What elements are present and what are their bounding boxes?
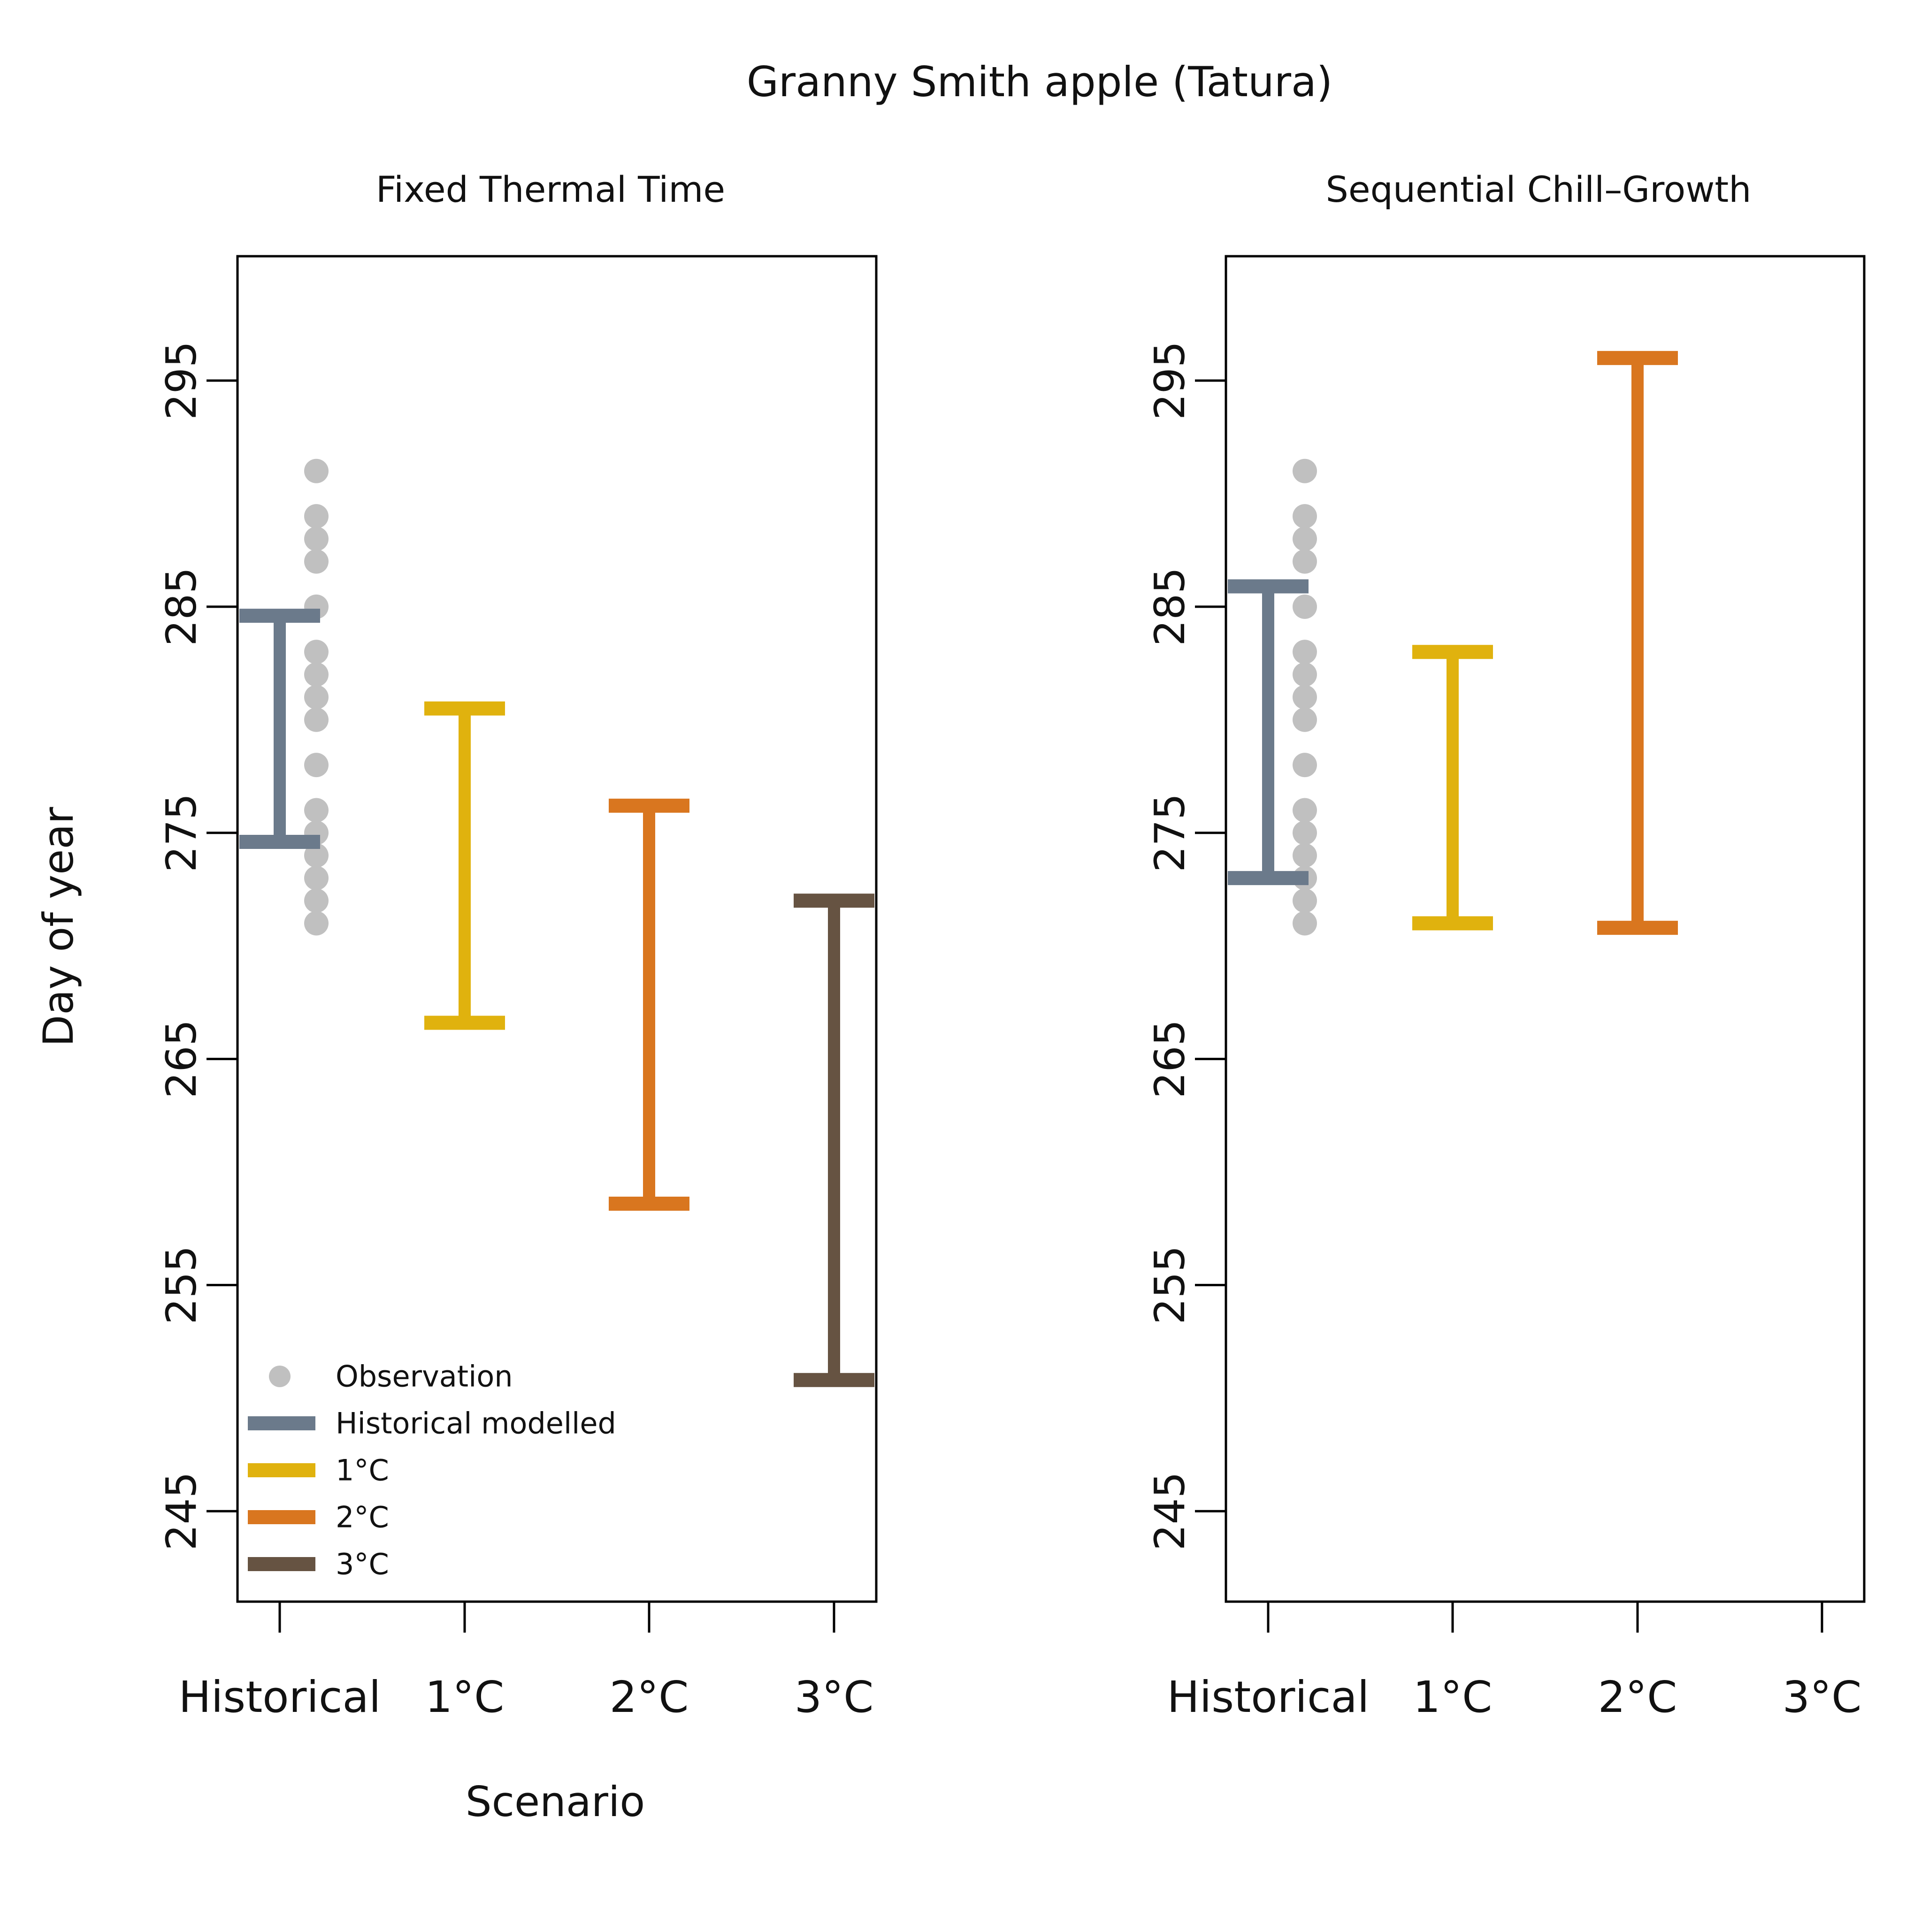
- observation-point: [1293, 753, 1317, 778]
- observation-point: [304, 911, 329, 936]
- legend-label: Observation: [336, 1359, 513, 1394]
- plot-marks: [239, 458, 874, 1387]
- legend-label: 2°C: [336, 1500, 389, 1535]
- y-tick-label: 285: [157, 567, 206, 646]
- x-tick-label: 3°C: [795, 1672, 874, 1722]
- x-tick-label: Historical: [179, 1672, 381, 1722]
- y-tick-label: 285: [1146, 567, 1194, 646]
- x-tick-label: 2°C: [1598, 1672, 1677, 1722]
- x-tick-label: 1°C: [425, 1672, 505, 1722]
- observation-point: [304, 640, 329, 664]
- observation-point: [304, 504, 329, 529]
- plot-frame: [236, 255, 878, 1603]
- observation-point: [304, 843, 329, 868]
- observation-point: [304, 458, 329, 483]
- observation-point: [304, 707, 329, 732]
- y-tick-label: 275: [157, 794, 206, 872]
- observation-point: [304, 866, 329, 891]
- observation-point: [1293, 549, 1317, 574]
- figure-title: Granny Smith apple (Tatura): [747, 58, 1333, 106]
- observation-point: [1293, 640, 1317, 664]
- observation-point: [304, 662, 329, 687]
- observation-point: [304, 753, 329, 778]
- panel-sequential-chill-growth: Sequential Chill–Growth 245 255 265 275 285 2…: [1146, 168, 1866, 1722]
- legend-label: Historical modelled: [336, 1406, 616, 1441]
- plot-frame: [1225, 255, 1866, 1603]
- observation-point: [1293, 843, 1317, 868]
- y-tick-label: 265: [1146, 1020, 1194, 1099]
- x-tick-label: 1°C: [1413, 1672, 1493, 1722]
- observation-point: [304, 685, 329, 710]
- observation-point: [1293, 527, 1317, 551]
- y-tick-label: 245: [1146, 1472, 1194, 1550]
- x-tick-label: 3°C: [1783, 1672, 1862, 1722]
- panel-title: Sequential Chill–Growth: [1326, 168, 1752, 210]
- observation-point: [1293, 820, 1317, 845]
- x-axis-label: Scenario: [466, 1778, 645, 1826]
- observation-point: [1293, 798, 1317, 823]
- x-tick-label: Historical: [1167, 1672, 1370, 1722]
- observation-point: [1293, 458, 1317, 483]
- y-tick-label: 295: [1146, 341, 1194, 420]
- observation-point: [304, 527, 329, 551]
- observation-point: [304, 549, 329, 574]
- y-axis-label: Day of year: [34, 807, 83, 1047]
- y-tick-label: 255: [157, 1245, 206, 1324]
- y-tick-label: 275: [1146, 794, 1194, 872]
- y-tick-label: 245: [157, 1472, 206, 1550]
- plot-marks: [1228, 351, 1678, 936]
- legend-point-swatch: [269, 1366, 291, 1387]
- legend-label: 3°C: [336, 1547, 389, 1581]
- observation-point: [1293, 662, 1317, 687]
- observation-point: [304, 798, 329, 823]
- observation-point: [1293, 707, 1317, 732]
- panel-fixed-thermal-time: Fixed Thermal Time 245 255 265 275 285 295His…: [157, 168, 878, 1722]
- observation-point: [1293, 504, 1317, 529]
- y-tick-label: 255: [1146, 1245, 1194, 1324]
- y-tick-label: 265: [157, 1020, 206, 1099]
- observation-point: [1293, 685, 1317, 710]
- observation-point: [304, 888, 329, 913]
- observation-point: [1293, 888, 1317, 913]
- x-tick-label: 2°C: [610, 1672, 689, 1722]
- panel-title: Fixed Thermal Time: [376, 168, 725, 210]
- y-tick-label: 295: [157, 341, 206, 420]
- observation-point: [1293, 594, 1317, 619]
- legend-label: 1°C: [336, 1453, 389, 1488]
- observation-point: [1293, 911, 1317, 936]
